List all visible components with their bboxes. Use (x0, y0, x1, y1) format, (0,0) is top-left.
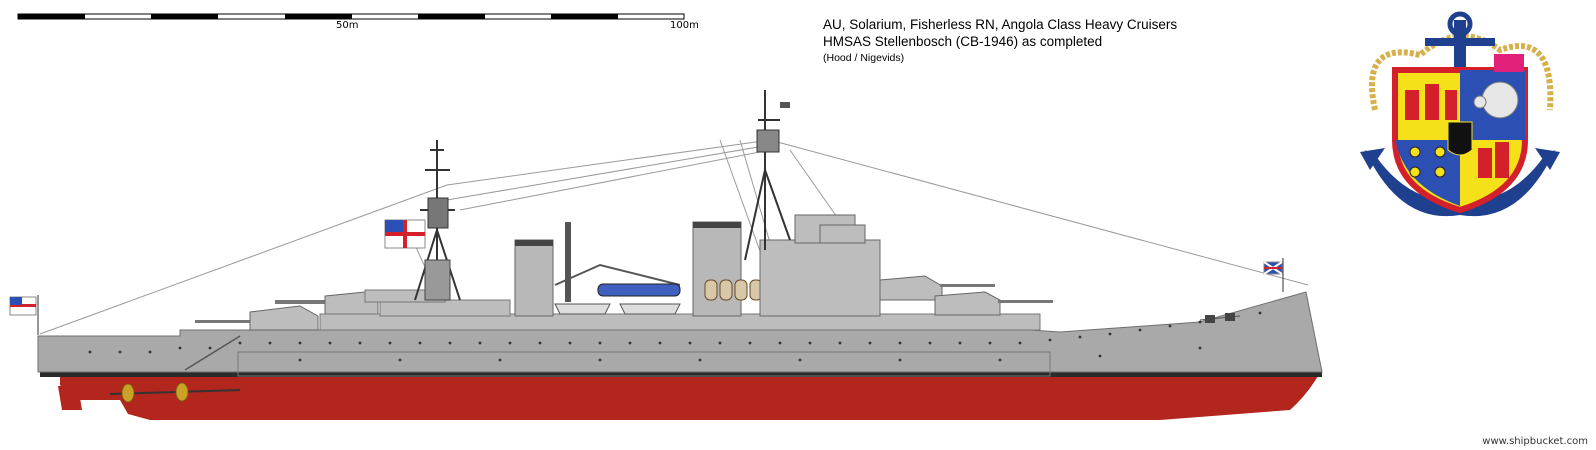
hawse-fittings (1205, 313, 1235, 323)
castle-icon (1405, 84, 1509, 178)
title-line-2: HMSAS Stellenbosch (CB-1946) as complete… (823, 34, 1103, 49)
scale-bar (17, 13, 685, 20)
title-block: AU, Solarium, Fisherless RN, Angola Clas… (823, 16, 1177, 66)
hull-lower-red (60, 376, 1318, 420)
scale-label-100m: 100m (670, 20, 699, 31)
boats (554, 303, 681, 315)
title-line-1: AU, Solarium, Fisherless RN, Angola Clas… (823, 17, 1178, 32)
propellers (121, 382, 189, 403)
forward-turrets (879, 275, 1053, 316)
stern-ensign (9, 296, 37, 316)
portholes (88, 311, 1262, 362)
bow-jack (1263, 261, 1283, 275)
funnels (514, 221, 742, 317)
scale-label-50m: 50m (336, 20, 359, 31)
roundels (1409, 146, 1446, 178)
fore-mast (744, 90, 791, 261)
ensign-aft (384, 219, 426, 249)
boot-topping (40, 372, 1322, 377)
title-line-3: (Hood / Nigevids) (823, 52, 905, 64)
armour-belt (237, 351, 1051, 377)
credit-text: www.shipbucket.com (1482, 436, 1588, 447)
rudder (58, 386, 82, 410)
peacock-icon (1473, 81, 1519, 119)
